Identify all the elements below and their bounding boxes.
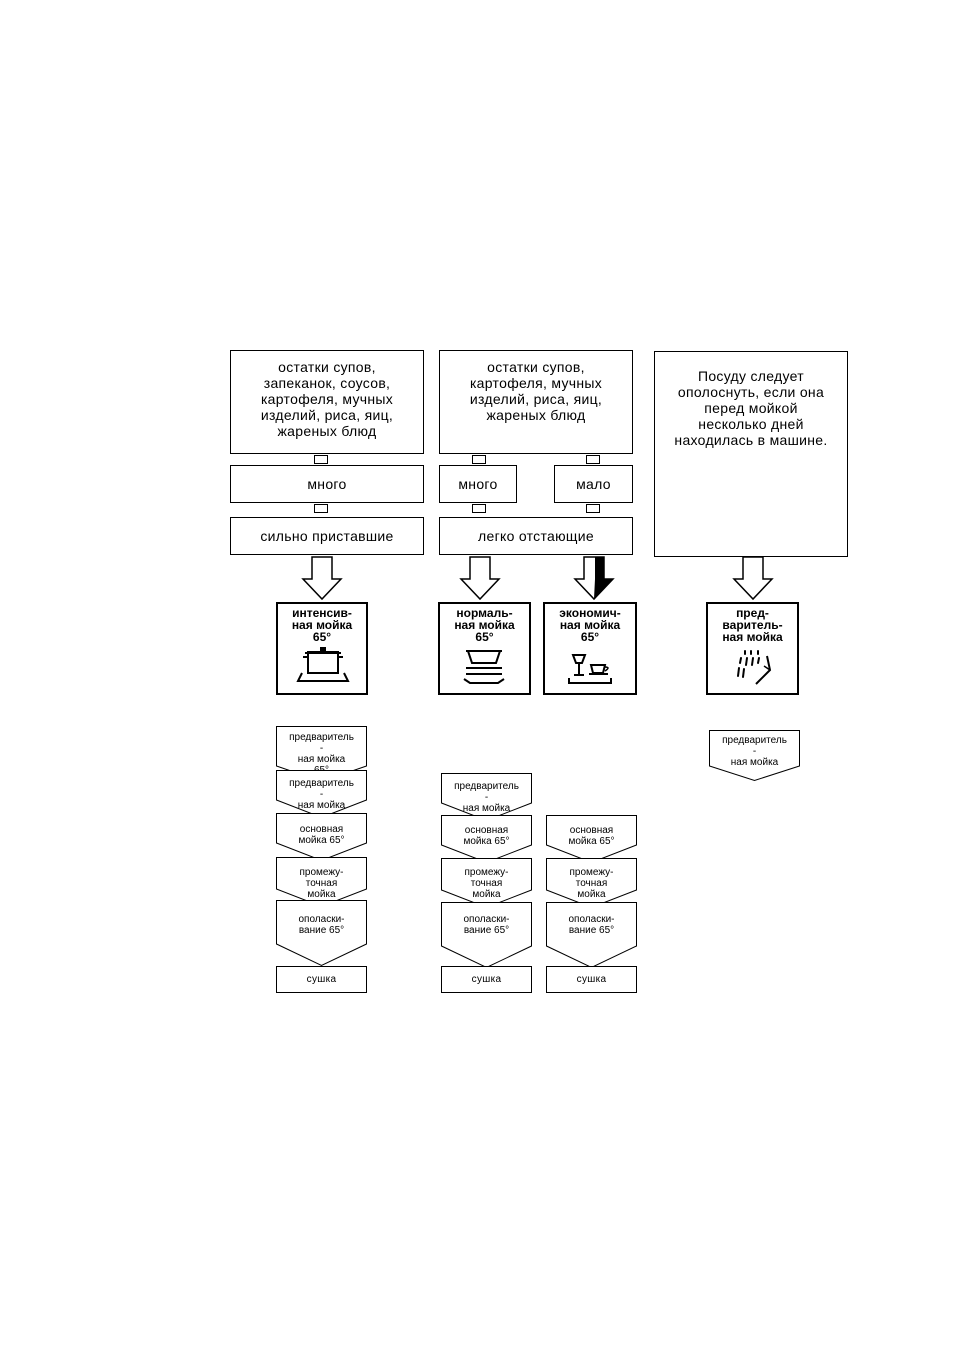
step-chevron: промежу- точная мойка bbox=[441, 858, 532, 909]
spray-hand-icon bbox=[737, 650, 772, 685]
step-final-box: сушка bbox=[546, 966, 637, 993]
intensive-program-label: интенсив- ная мойка 65° bbox=[291, 606, 353, 644]
step-label: основная мойка 65° bbox=[298, 824, 345, 846]
intensive-quantity-box: много bbox=[230, 465, 424, 503]
connector bbox=[472, 455, 486, 464]
step-chevron: промежу- точная мойка bbox=[546, 858, 637, 909]
prewash-program-box: пред- варитель- ная мойка bbox=[706, 602, 799, 695]
economy-program-label: экономич- ная мойка 65° bbox=[559, 606, 621, 644]
step-label: промежу- точная мойка bbox=[299, 867, 344, 900]
intensive-program-box: интенсив- ная мойка 65° bbox=[276, 602, 368, 695]
step-final-box: сушка bbox=[276, 966, 367, 993]
connector bbox=[314, 455, 328, 464]
step-label: предваритель - ная мойка bbox=[454, 781, 519, 814]
arrow-down-icon bbox=[459, 556, 501, 601]
normal-program-label: нормаль- ная мойка 65° bbox=[454, 606, 515, 644]
step-chevron: предваритель - ная мойка bbox=[709, 730, 800, 782]
normal-quantity-box: много bbox=[439, 465, 517, 503]
normal-food-box: остатки супов, картофеля, мучных изделий… bbox=[439, 350, 633, 454]
step-chevron: основная мойка 65° bbox=[546, 815, 637, 864]
connector bbox=[472, 504, 486, 513]
step-chevron: предваритель - ная мойка bbox=[441, 773, 532, 822]
connector bbox=[586, 455, 600, 464]
intensive-food-box: остатки супов, запеканок, соусов, картоф… bbox=[230, 350, 424, 454]
step-label: основная мойка 65° bbox=[463, 825, 510, 847]
pot-icon bbox=[296, 647, 350, 682]
prewash-program-label: пред- варитель- ная мойка bbox=[722, 606, 783, 644]
normal-program-box: нормаль- ная мойка 65° bbox=[438, 602, 531, 695]
arrow-down-bold-icon bbox=[573, 556, 615, 601]
step-label: предваритель - ная мойка bbox=[722, 735, 787, 768]
step-chevron: предваритель - ная мойка bbox=[276, 770, 367, 819]
connector bbox=[314, 504, 328, 513]
plates-icon bbox=[463, 650, 505, 684]
economy-program-box: экономич- ная мойка 65° bbox=[543, 602, 637, 695]
connector bbox=[586, 504, 600, 513]
step-label: предваритель - ная мойка bbox=[289, 778, 354, 811]
step-label: основная мойка 65° bbox=[568, 825, 615, 847]
step-chevron: промежу- точная мойка bbox=[276, 857, 367, 908]
intensive-soiling-box: сильно приставшие bbox=[230, 517, 424, 555]
prewash-note-box: Посуду следует ополоснуть, если она пере… bbox=[654, 351, 848, 557]
arrow-down-icon bbox=[301, 556, 343, 601]
step-label: ополаски- вание 65° bbox=[463, 914, 510, 936]
step-chevron: основная мойка 65° bbox=[276, 813, 367, 862]
step-label: ополаски- вание 65° bbox=[568, 914, 615, 936]
normal-soiling-box: легко отстающие bbox=[439, 517, 633, 555]
step-chevron: ополаски- вание 65° bbox=[276, 900, 367, 967]
step-chevron: основная мойка 65° bbox=[441, 815, 532, 864]
step-label: ополаски- вание 65° bbox=[298, 914, 345, 936]
economy-quantity-box: мало bbox=[554, 465, 633, 503]
step-label: промежу- точная мойка bbox=[464, 867, 509, 900]
arrow-down-icon bbox=[732, 556, 774, 601]
step-final-box: сушка bbox=[441, 966, 532, 993]
glass-cup-icon bbox=[568, 654, 612, 684]
step-chevron: ополаски- вание 65° bbox=[441, 902, 532, 969]
step-chevron: ополаски- вание 65° bbox=[546, 902, 637, 969]
step-label: промежу- точная мойка bbox=[569, 867, 614, 900]
